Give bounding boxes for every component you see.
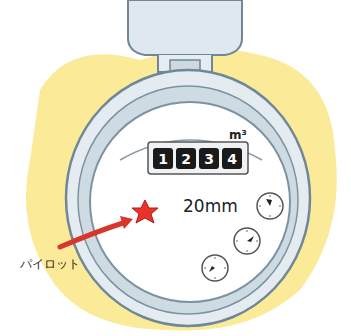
- digit-text: 4: [227, 151, 237, 167]
- pilot-label: パイロット: [20, 256, 80, 273]
- unit-label: m³: [229, 128, 247, 142]
- digit-text: 2: [181, 151, 191, 167]
- size-label: 20mm: [183, 196, 238, 216]
- counter-digit: 2: [176, 148, 196, 169]
- counter-digit: 3: [199, 148, 219, 169]
- counter-digit: 4: [222, 148, 242, 169]
- counter-digit: 1: [153, 148, 173, 169]
- digit-text: 1: [158, 151, 168, 167]
- digit-text: 3: [204, 151, 214, 167]
